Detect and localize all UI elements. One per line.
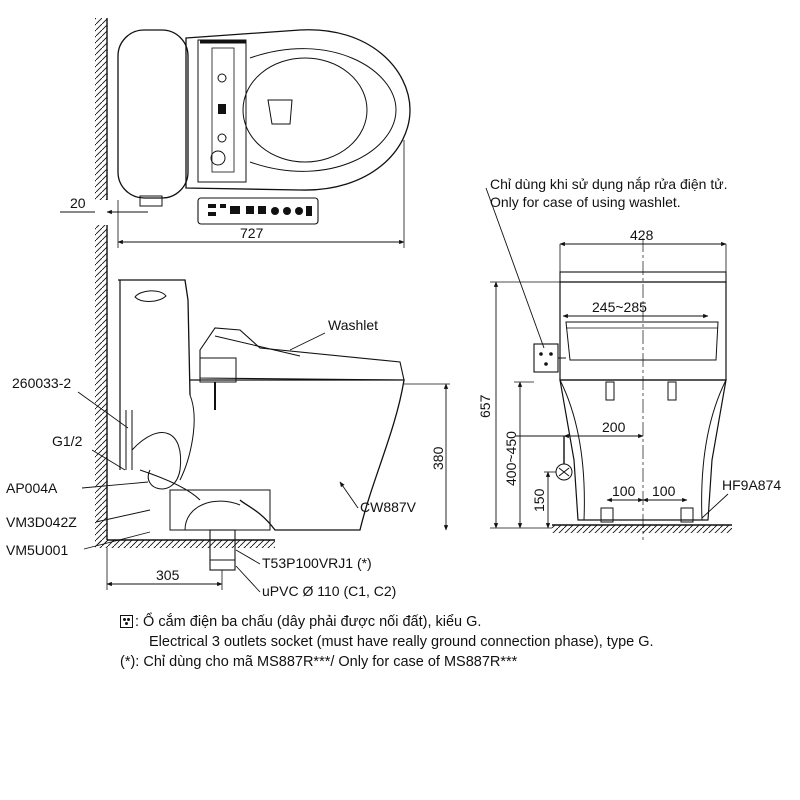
bowl-top bbox=[185, 29, 411, 191]
toilet-body-side bbox=[190, 379, 405, 531]
wall-side bbox=[95, 225, 107, 545]
dim-100-right: 100 bbox=[652, 483, 676, 499]
washlet-note-en: Only for case of using washlet. bbox=[490, 194, 681, 210]
label-t53p100vrj1: T53P100VRJ1 (*) bbox=[262, 555, 372, 571]
dim-length: 727 bbox=[240, 225, 264, 241]
label-cw887v: CW887V bbox=[360, 499, 417, 515]
note-footnote: (*): Chỉ dùng cho mã MS887R***/ Only for… bbox=[120, 654, 518, 670]
dim-width: 428 bbox=[630, 227, 654, 243]
socket-icon bbox=[120, 615, 133, 628]
dim-100-left: 100 bbox=[612, 483, 636, 499]
label-washlet: Washlet bbox=[328, 317, 378, 333]
washlet-note-vi: Chỉ dùng khi sử dụng nắp rửa điện tử. bbox=[490, 176, 727, 192]
front-view: Chỉ dùng khi sử dụng nắp rửa điện tử. On… bbox=[477, 176, 781, 540]
side-view: 380 305 Washlet 260033-2 G1/2 AP004A VM3… bbox=[6, 225, 450, 599]
label-upvc: uPVC Ø 110 (C1, C2) bbox=[262, 583, 396, 599]
label-hf9a874: HF9A874 bbox=[722, 477, 781, 493]
dim-height: 380 bbox=[430, 446, 446, 470]
top-view: 20 727 bbox=[60, 18, 411, 248]
floor-side bbox=[95, 540, 275, 548]
dim-outlet-height: 400~450 bbox=[503, 431, 519, 486]
note-socket-en: Electrical 3 outlets socket (must have r… bbox=[149, 634, 654, 650]
tank-top bbox=[117, 29, 189, 199]
label-ap004a: AP004A bbox=[6, 480, 58, 496]
dim-rough-in: 305 bbox=[156, 567, 180, 583]
label-vm5u001: VM5U001 bbox=[6, 542, 68, 558]
label-260033-2: 260033-2 bbox=[12, 375, 71, 391]
notes: : Ổ cắm điện ba chấu (dây phải được nối … bbox=[120, 612, 790, 672]
dim-wall-gap: 20 bbox=[70, 195, 86, 211]
dim-150: 150 bbox=[531, 488, 547, 512]
remote-control bbox=[197, 197, 319, 225]
note-socket-vi: : Ổ cắm điện ba chấu (dây phải được nối … bbox=[135, 614, 482, 630]
floor-front bbox=[552, 525, 732, 533]
note-socket-row: : Ổ cắm điện ba chấu (dây phải được nối … bbox=[120, 612, 790, 632]
wall-top bbox=[95, 18, 107, 200]
drain-pipe bbox=[209, 529, 236, 571]
dim-200: 200 bbox=[602, 419, 626, 435]
label-g1-2: G1/2 bbox=[52, 433, 83, 449]
label-vm3d042z: VM3D042Z bbox=[6, 514, 77, 530]
socket-box bbox=[533, 343, 559, 373]
dim-height-total: 657 bbox=[477, 394, 493, 418]
dim-seat-range: 245~285 bbox=[592, 299, 647, 315]
